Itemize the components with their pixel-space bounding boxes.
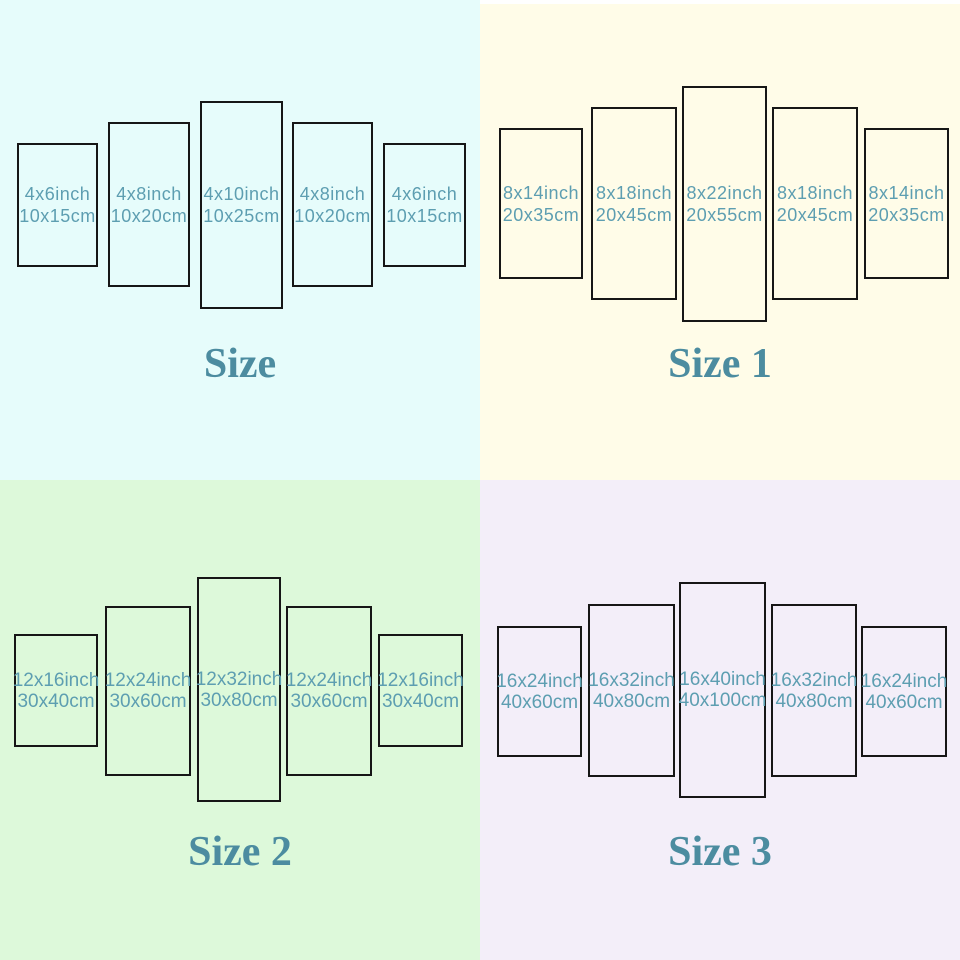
panel-size-inch: 8x14inch (502, 182, 580, 203)
panel-size-inch: 12x16inch (12, 669, 100, 691)
canvas-panel: 12x24inch 30x60cm (286, 606, 372, 776)
panel-size-inch: 16x32inch (588, 669, 675, 691)
panel-size-cm: 40x60cm (500, 691, 579, 713)
canvas-panel: 8x14inch 20x35cm (864, 128, 949, 279)
panel-size-inch: 12x24inch (104, 670, 192, 691)
panel-size-inch: 8x18inch (595, 182, 673, 203)
panel-size-inch: 12x32inch (195, 668, 283, 690)
panel-size-cm: 20x45cm (595, 204, 673, 225)
panel-size-inch: 8x18inch (776, 182, 854, 203)
panel-size-cm: 10x25cm (203, 206, 280, 226)
canvas-panel: 12x16inch 30x40cm (377, 634, 464, 747)
panel-size-inch: 4x10inch (203, 184, 280, 204)
canvas-panel: 8x18inch 20x45cm (772, 107, 858, 300)
canvas-panel: 8x22inch 20x55cm (682, 86, 767, 322)
canvas-panel: 12x32inch 30x80cm (195, 577, 283, 802)
panel-size-cm: 40x80cm (592, 690, 671, 712)
panel-size-inch: 16x24inch (860, 670, 948, 692)
panel-size-inch: 16x32inch (770, 669, 858, 691)
canvas-panel: 4x6inch 10x15cm (17, 143, 98, 267)
canvas-panel: 16x32inch 40x80cm (588, 604, 675, 777)
canvas-panel: 4x10inch 10x25cm (200, 101, 283, 309)
panel-size-inch: 4x6inch (391, 184, 458, 204)
quadrant-title: Size (203, 341, 277, 387)
panel-size-inch: 16x24inch (496, 670, 583, 692)
quadrant-title: Size 2 (188, 829, 292, 875)
panel-size-cm: 30x40cm (17, 690, 95, 712)
panel-size-cm: 30x60cm (290, 691, 368, 712)
panel-size-cm: 10x20cm (294, 205, 371, 226)
panel-size-cm: 20x55cm (686, 205, 763, 225)
panel-size-cm: 20x45cm (776, 204, 854, 225)
panel-size-cm: 20x35cm (868, 204, 945, 225)
canvas-panel: 16x24inch 40x60cm (496, 626, 583, 757)
quadrant-size-2: 12x16inch 30x40cm 12x24inch 30x60cm 12x3… (0, 480, 480, 960)
panel-size-cm: 40x100cm (678, 690, 767, 711)
quadrant-title: Size 3 (668, 829, 772, 875)
canvas-panel: 12x24inch 30x60cm (105, 606, 191, 776)
panel-size-cm: 10x15cm (19, 206, 96, 226)
panel-size-cm: 10x15cm (386, 206, 463, 226)
canvas-panel: 16x24inch 40x60cm (861, 626, 947, 757)
panel-size-inch: 4x8inch (116, 183, 182, 204)
panel-size-inch: 4x8inch (299, 183, 366, 204)
panel-size-cm: 30x60cm (109, 691, 187, 712)
panel-size-cm: 30x80cm (200, 689, 278, 711)
canvas-panel: 8x18inch 20x45cm (591, 107, 677, 300)
quadrant-size-3: 16x24inch 40x60cm 16x32inch 40x80cm 16x4… (480, 480, 960, 960)
panel-size-inch: 4x6inch (24, 184, 91, 204)
quadrant-title: Size 1 (668, 341, 772, 387)
canvas-panel: 16x40inch 40x100cm (679, 582, 766, 798)
canvas-panel: 12x16inch 30x40cm (12, 634, 100, 747)
panel-size-inch: 12x16inch (377, 669, 464, 691)
panel-size-inch: 8x22inch (686, 183, 763, 203)
panel-size-inch: 16x40inch (679, 669, 766, 690)
canvas-panel: 8x14inch 20x35cm (499, 128, 583, 279)
canvas-panel: 4x6inch 10x15cm (383, 143, 466, 267)
panel-size-cm: 30x40cm (381, 690, 460, 712)
panel-size-cm: 20x35cm (502, 204, 580, 225)
panel-size-cm: 40x80cm (775, 690, 853, 712)
panel-size-inch: 8x14inch (868, 182, 945, 203)
quadrant-size: 4x6inch 10x15cm 4x8inch 10x20cm 4x10inch… (0, 0, 480, 480)
canvas-panel: 4x8inch 10x20cm (292, 122, 373, 287)
panel-size-cm: 10x20cm (110, 205, 188, 226)
panel-size-inch: 12x24inch (285, 670, 373, 691)
canvas-panel: 16x32inch 40x80cm (771, 604, 857, 777)
canvas-panel: 4x8inch 10x20cm (108, 122, 190, 287)
panel-size-cm: 40x60cm (865, 691, 943, 713)
quadrant-size-1: 8x14inch 20x35cm 8x18inch 20x45cm 8x22in… (480, 0, 960, 480)
top-white-strip (480, 0, 960, 4)
